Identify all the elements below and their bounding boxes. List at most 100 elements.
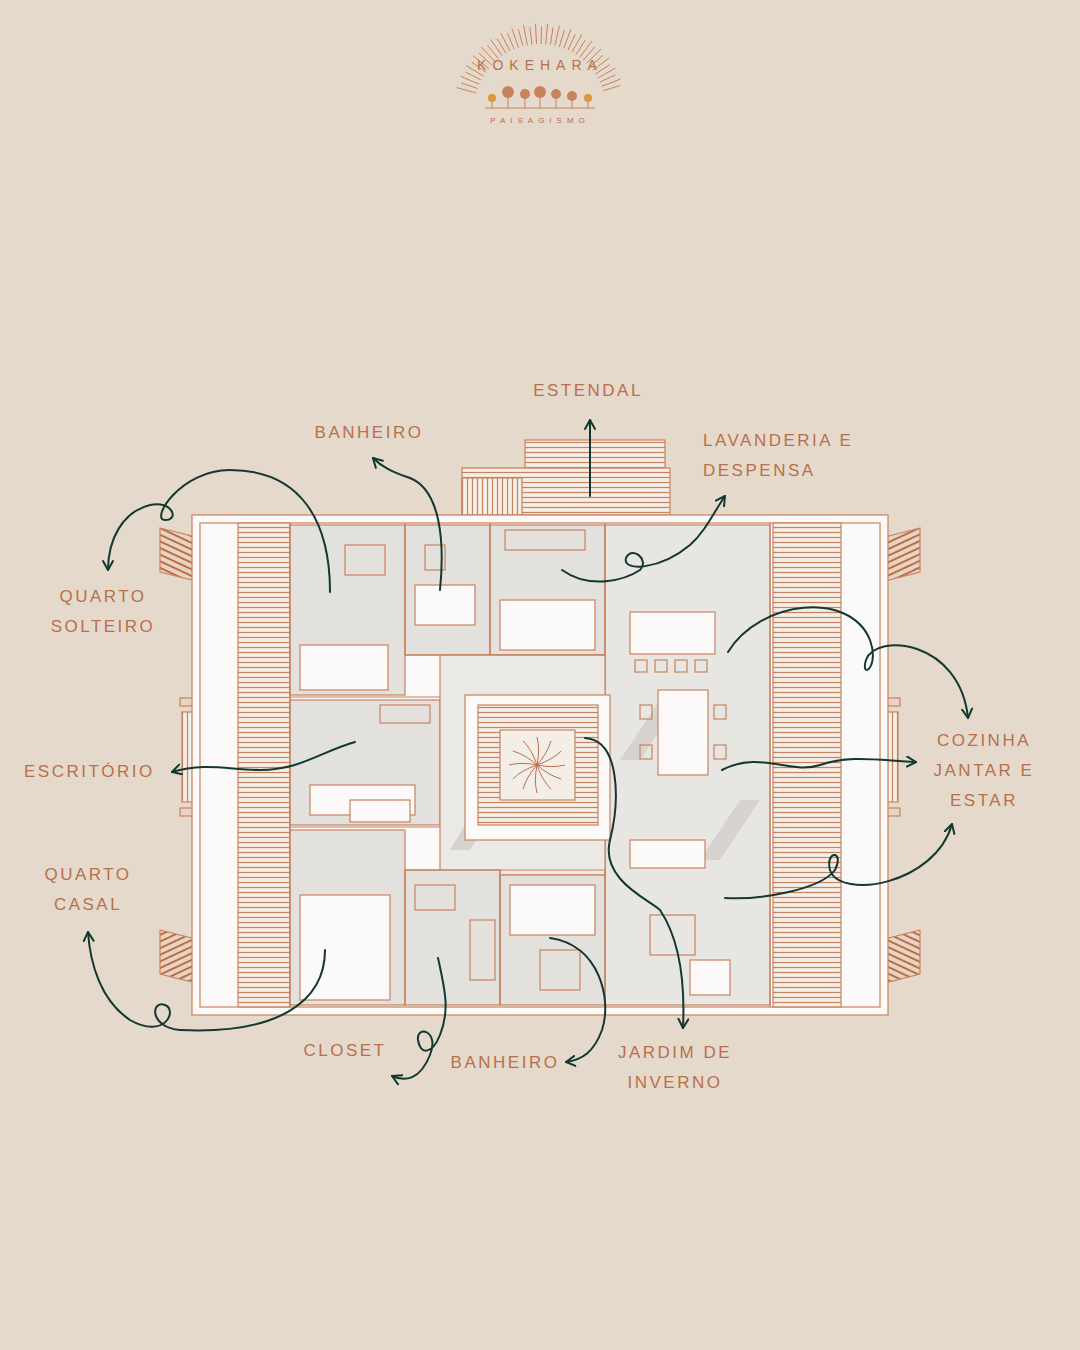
plan-rect <box>505 530 585 550</box>
plan-line <box>769 523 770 1007</box>
plan-line <box>600 75 616 82</box>
plan-circle <box>502 86 514 98</box>
room-label: ESTENDAL <box>478 376 698 406</box>
plan-circle <box>488 94 496 102</box>
plan-path <box>523 765 537 789</box>
logo-subtitle: PAISAGISMO <box>440 116 640 126</box>
plan-line <box>404 523 405 655</box>
plan-rect <box>605 525 770 1005</box>
plan-line <box>524 25 528 45</box>
plan-rect <box>405 870 500 1005</box>
plan-line <box>602 79 621 86</box>
plan-rect <box>630 840 705 868</box>
plan-path <box>537 765 565 767</box>
plan-rect <box>465 695 610 840</box>
plan-path <box>585 738 683 1028</box>
plan-rect <box>640 705 652 719</box>
plan-path <box>535 765 537 793</box>
plan-path <box>722 759 916 770</box>
plan-path <box>373 458 442 590</box>
room-label: CLOSET <box>290 1036 400 1066</box>
plan-line <box>457 88 477 93</box>
plan-path <box>513 751 537 765</box>
plan-path <box>725 824 952 898</box>
room-label: BANHEIRO <box>269 418 469 448</box>
plan-rect <box>350 800 410 822</box>
plan-rect <box>635 660 647 672</box>
plan-rect <box>238 523 290 1007</box>
plan-line <box>289 523 290 1007</box>
plan-path <box>537 765 551 789</box>
plan-rect <box>655 660 667 672</box>
plan-rect <box>695 660 707 672</box>
plan-rect <box>540 950 580 990</box>
leader-lines <box>88 420 968 1079</box>
plan-line <box>546 24 548 44</box>
plan-path <box>108 470 330 592</box>
plan-rect <box>500 875 605 1005</box>
plan-rect <box>714 705 726 719</box>
plan-rect <box>675 660 687 672</box>
plan-line <box>405 869 605 870</box>
plan-rect <box>290 830 405 1005</box>
room-label: ESCRITÓRIO <box>24 757 164 787</box>
plan-circle <box>551 89 561 99</box>
plan-circle <box>534 86 546 98</box>
plan-path <box>537 737 539 765</box>
plan-path <box>172 742 355 772</box>
plan-path <box>537 751 561 765</box>
plan-rect <box>380 705 430 723</box>
room-label: QUARTO SOLTEIRO <box>41 582 165 642</box>
plan-line <box>604 870 605 1005</box>
plan-g <box>509 737 565 793</box>
plan-path <box>550 938 605 1062</box>
plan-rect <box>714 745 726 759</box>
plan-line <box>518 29 523 46</box>
plan-path <box>392 958 446 1079</box>
plan-path <box>562 496 725 582</box>
plan-path <box>537 741 551 765</box>
plan-line <box>550 28 553 45</box>
plan-rect <box>490 525 605 655</box>
plan-polygon <box>700 800 760 860</box>
plan-rect <box>405 525 490 655</box>
plan-line <box>507 33 514 49</box>
plan-line <box>559 30 564 47</box>
plan-rect <box>658 690 708 775</box>
plan-circle <box>567 91 577 101</box>
room-label: QUARTO CASAL <box>26 860 150 920</box>
plan-rect <box>300 895 390 1000</box>
plan-line <box>541 27 542 44</box>
plan-rect <box>470 920 495 980</box>
plan-drawing <box>160 440 920 1015</box>
plan-path <box>523 741 537 765</box>
plan-rect <box>478 705 598 825</box>
plan-rect <box>290 700 440 825</box>
plan-path <box>728 607 968 718</box>
plan-line <box>491 39 503 56</box>
plan-line <box>530 27 532 44</box>
plan-path <box>509 763 537 765</box>
plan-rect <box>415 885 455 910</box>
plan-line <box>404 870 405 1005</box>
plan-line <box>489 523 490 655</box>
plan-path <box>513 765 537 779</box>
plan-rect <box>500 600 595 650</box>
room-label: COZINHA JANTAR E ESTAR <box>922 726 1046 816</box>
plan-line <box>603 86 620 91</box>
plan-line <box>576 40 586 55</box>
plan-rect <box>630 612 715 654</box>
plan-circle <box>584 94 592 102</box>
plan-line <box>572 35 582 53</box>
plan-rect <box>640 745 652 759</box>
plan-rect <box>462 468 670 515</box>
plan-line <box>405 654 605 655</box>
plan-rect <box>290 525 405 695</box>
plan-line <box>555 26 560 46</box>
plan-path <box>88 932 325 1030</box>
room-label: JARDIM DE INVERNO <box>608 1038 742 1098</box>
plan-rect <box>415 585 475 625</box>
plan-line <box>290 826 440 827</box>
plan-line <box>290 696 440 697</box>
